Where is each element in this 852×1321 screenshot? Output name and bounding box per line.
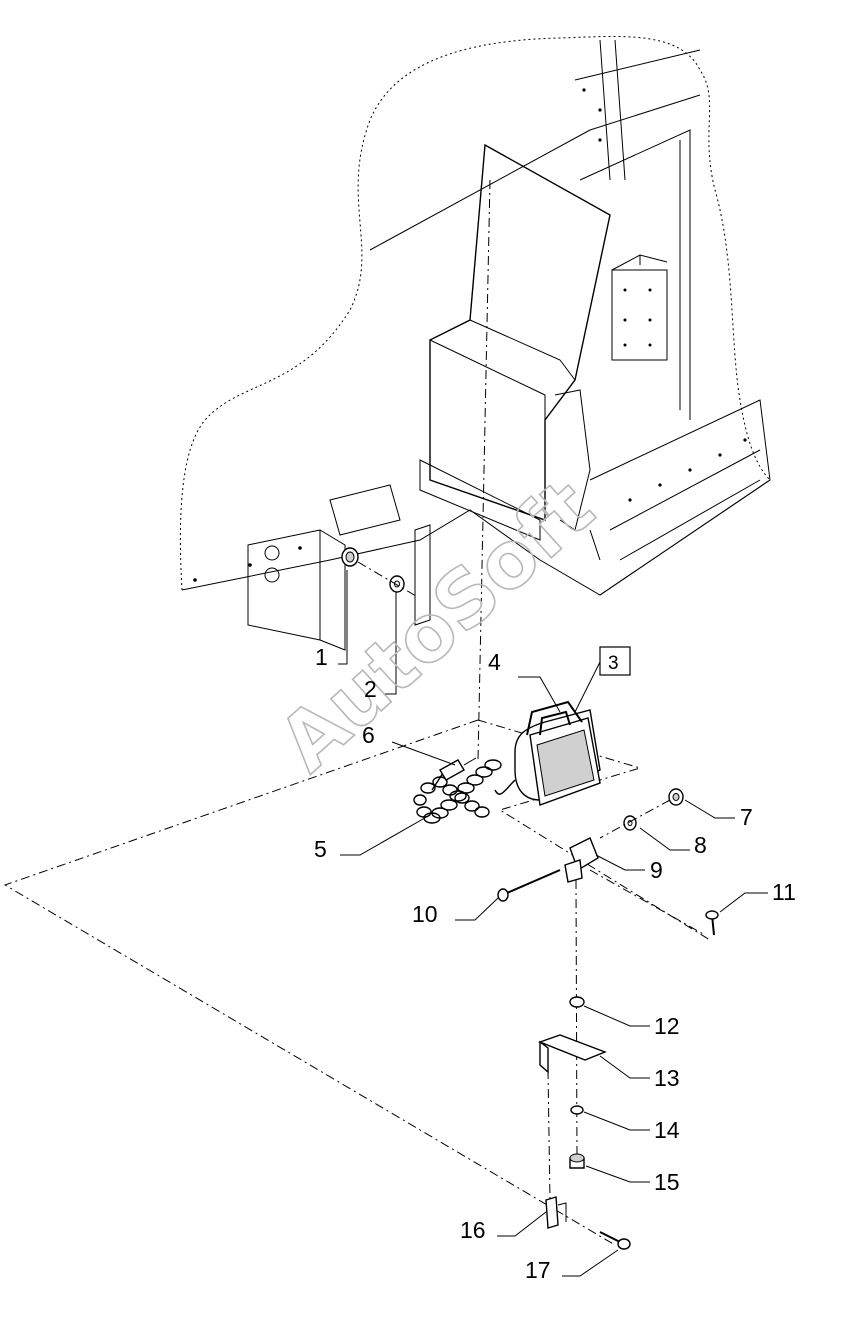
callout-17: 17 [525,1257,551,1283]
boxed-label: 3 [608,653,619,674]
frame-holes [582,88,747,502]
clip-item-16 [545,1196,567,1229]
nut-item-15 [569,1153,585,1169]
upper-frame-rail [369,39,701,420]
mounting-plane-outline [3,719,711,1246]
coiled-cable [413,759,516,824]
callout-10: 10 [412,901,438,927]
axis-1-2 [357,561,417,597]
callout-15: 15 [654,1169,680,1195]
access-panel [611,254,668,361]
mounting-column [419,143,611,541]
lower-vertical-axis [575,879,578,1161]
callout-9: 9 [650,857,663,883]
callout-4: 4 [488,649,501,675]
washer-item-14 [570,1105,584,1115]
callout-12: 12 [654,1013,680,1039]
leader-lines [338,570,768,1277]
side-frame [589,399,771,596]
center-axis-line [477,179,491,761]
axis-9-11 [589,869,706,936]
axis-7-8 [599,799,671,839]
washer-item-2 [389,575,405,593]
nut-item-1 [341,547,359,567]
callout-11: 11 [772,879,796,905]
callout-16: 16 [460,1217,486,1243]
angle-bracket-item-13 [538,1034,607,1074]
washer-item-12 [569,996,585,1008]
callout-8: 8 [694,832,707,858]
work-lamp [514,700,601,806]
plug-item-6 [439,757,477,781]
callout-6: 6 [362,722,375,748]
bracket-axis [547,1069,551,1201]
nut-item-7 [668,788,684,806]
washer-item-8 [623,815,637,831]
callout-1: 1 [315,644,328,670]
bolt-item-10 [497,869,561,902]
bolt-item-11 [705,910,719,936]
machine-outline-dotted [179,35,771,591]
callout-2: 2 [364,676,377,702]
bracket-item-9 [564,837,599,883]
bolt-item-17 [599,1231,631,1250]
callout-7: 7 [740,804,753,830]
lower-left-block [247,484,431,651]
callout-14: 14 [654,1117,680,1143]
callout-5: 5 [314,836,327,862]
edge-bolts [193,546,302,582]
boxed-label-frame [599,646,631,676]
callout-13: 13 [654,1065,680,1091]
